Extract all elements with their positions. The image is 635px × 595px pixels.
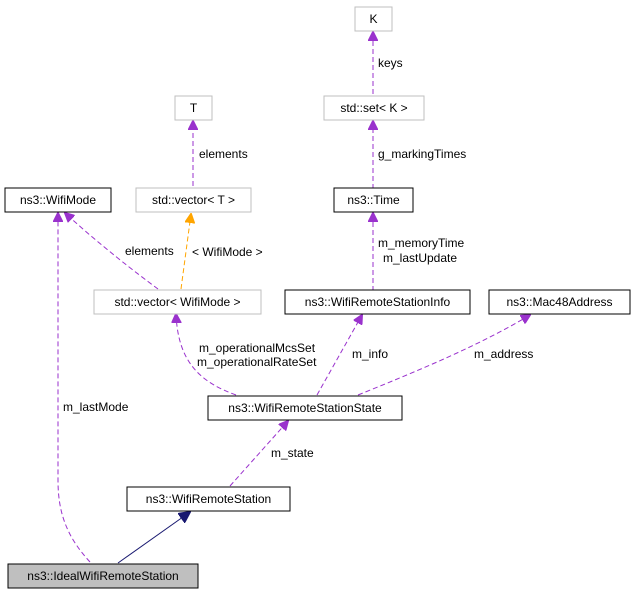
label-g-marking-times: g_markingTimes bbox=[378, 147, 466, 161]
label-wifimode-template: < WifiMode > bbox=[192, 245, 263, 259]
node-k-label: K bbox=[369, 12, 377, 26]
node-time[interactable]: ns3::Time bbox=[333, 187, 414, 213]
node-wifi-mode-label: ns3::WifiMode bbox=[20, 193, 96, 207]
node-remote-station-label: ns3::WifiRemoteStation bbox=[146, 492, 271, 506]
node-wifi-mode[interactable]: ns3::WifiMode bbox=[4, 187, 112, 213]
edges bbox=[58, 32, 530, 564]
node-station-info-label: ns3::WifiRemoteStationInfo bbox=[305, 295, 451, 309]
label-elements-mode: elements bbox=[125, 244, 174, 258]
edge-m-operational-sets bbox=[176, 314, 237, 396]
node-station-state-label: ns3::WifiRemoteStationState bbox=[228, 401, 382, 415]
label-m-state: m_state bbox=[271, 446, 314, 460]
label-m-operational-mcs-set: m_operationalMcsSet bbox=[199, 341, 316, 355]
node-mac48-label: ns3::Mac48Address bbox=[506, 295, 612, 309]
node-remote-station[interactable]: ns3::WifiRemoteStation bbox=[126, 486, 291, 512]
edge-wifimode-template bbox=[180, 214, 191, 290]
label-elements-t: elements bbox=[199, 147, 248, 161]
label-m-last-update: m_lastUpdate bbox=[383, 251, 457, 265]
edge-m-info bbox=[316, 315, 362, 396]
node-ideal-station-label: ns3::IdealWifiRemoteStation bbox=[27, 569, 178, 583]
edge-elements-mode bbox=[65, 213, 159, 290]
label-m-address: m_address bbox=[474, 347, 533, 361]
node-station-info[interactable]: ns3::WifiRemoteStationInfo bbox=[284, 289, 471, 315]
node-std-vector-wifimode-label: std::vector< WifiMode > bbox=[114, 295, 240, 309]
node-time-label: ns3::Time bbox=[347, 193, 400, 207]
edge-inheritance bbox=[117, 512, 190, 564]
edge-m-state bbox=[229, 421, 288, 487]
label-m-operational-rate-set: m_operationalRateSet bbox=[197, 355, 317, 369]
label-m-info: m_info bbox=[352, 347, 388, 361]
node-station-state[interactable]: ns3::WifiRemoteStationState bbox=[207, 395, 403, 421]
node-std-vector-t-label: std::vector< T > bbox=[152, 193, 235, 207]
edge-m-last-mode bbox=[58, 213, 91, 563]
edge-m-address bbox=[357, 315, 530, 396]
node-t-label: T bbox=[190, 101, 198, 115]
label-m-last-mode: m_lastMode bbox=[63, 400, 129, 414]
node-k[interactable]: K bbox=[354, 6, 393, 32]
label-keys: keys bbox=[378, 56, 403, 70]
node-t[interactable]: T bbox=[174, 95, 213, 121]
node-std-set-k-label: std::set< K > bbox=[340, 101, 407, 115]
node-ideal-station[interactable]: ns3::IdealWifiRemoteStation bbox=[7, 563, 199, 589]
node-std-set-k[interactable]: std::set< K > bbox=[323, 95, 425, 121]
node-std-vector-wifimode[interactable]: std::vector< WifiMode > bbox=[93, 289, 262, 315]
node-mac48[interactable]: ns3::Mac48Address bbox=[488, 289, 631, 315]
label-m-memory-time: m_memoryTime bbox=[378, 236, 465, 250]
edge-labels: keys g_markingTimes elements elements < … bbox=[63, 56, 533, 460]
node-std-vector-t[interactable]: std::vector< T > bbox=[135, 187, 252, 213]
